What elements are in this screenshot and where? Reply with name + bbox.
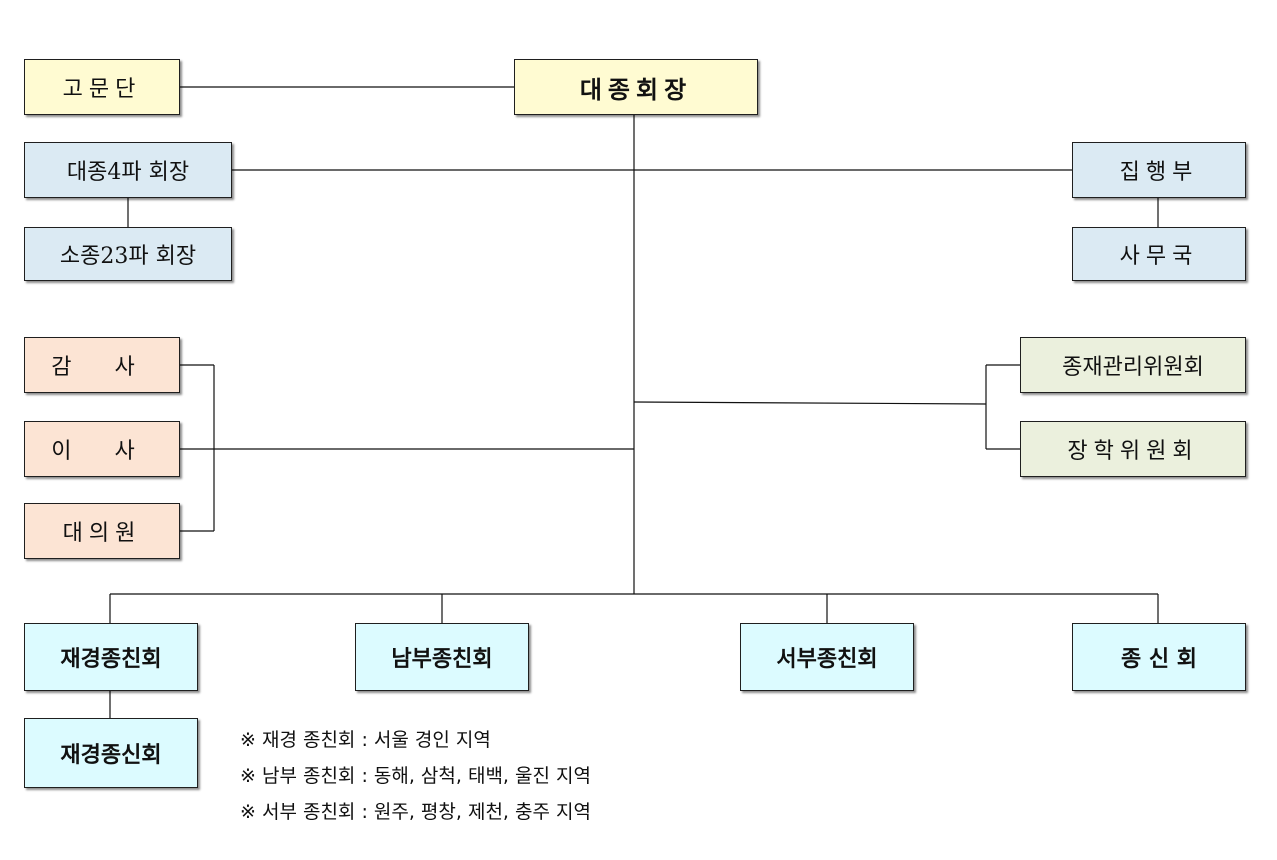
nambu-label: 남부종친회 (391, 646, 493, 672)
jongsin-label: 종 신 회 (1120, 646, 1198, 672)
jaegyeong-youth-box: 재경종신회 (24, 718, 198, 788)
seobu-box: 서부종친회 (740, 623, 914, 691)
jaegyeong-youth-label: 재경종신회 (60, 742, 162, 768)
executive-label: 집행부 (1119, 160, 1199, 185)
advisors-label: 고문단 (62, 77, 142, 102)
major-branch-heads-label: 대종4파 회장 (66, 160, 190, 185)
director-box: 이 사 (24, 421, 180, 477)
property-committee-label: 종재관리위원회 (1062, 355, 1204, 380)
note-seobu: ※ 서부 종친회 : 원주, 평창, 제천, 충주 지역 (240, 801, 591, 823)
chairman-label: 대종회장 (579, 74, 693, 104)
jongsin-box: 종 신 회 (1072, 623, 1246, 691)
note-nambu: ※ 남부 종친회 : 동해, 삼척, 태백, 울진 지역 (240, 765, 591, 787)
executive-box: 집행부 (1072, 142, 1246, 198)
property-committee-box: 종재관리위원회 (1020, 337, 1246, 393)
nambu-box: 남부종친회 (355, 623, 529, 691)
secretariat-label: 사무국 (1119, 244, 1199, 269)
advisors-box: 고문단 (24, 59, 180, 115)
seobu-label: 서부종친회 (776, 646, 878, 672)
scholarship-committee-box: 장학위원회 (1020, 421, 1246, 477)
delegate-box: 대의원 (24, 503, 180, 559)
major-branch-heads-box: 대종4파 회장 (24, 142, 232, 198)
notes: ※ 재경 종친회 : 서울 경인 지역 ※ 남부 종친회 : 동해, 삼척, 태… (240, 722, 591, 830)
line-committees (633, 401, 987, 405)
delegate-label: 대의원 (62, 521, 142, 546)
scholarship-committee-label: 장학위원회 (1067, 439, 1199, 464)
secretariat-box: 사무국 (1072, 227, 1246, 281)
chairman-box: 대종회장 (514, 59, 758, 115)
director-label: 이 사 (51, 439, 153, 464)
minor-branch-heads-label: 소종23파 회장 (59, 244, 197, 269)
jaegyeong-label: 재경종친회 (60, 646, 162, 672)
note-jaegyeong: ※ 재경 종친회 : 서울 경인 지역 (240, 729, 491, 751)
jaegyeong-box: 재경종친회 (24, 623, 198, 691)
auditor-box: 감 사 (24, 337, 180, 393)
auditor-label: 감 사 (51, 355, 153, 380)
minor-branch-heads-box: 소종23파 회장 (24, 227, 232, 281)
